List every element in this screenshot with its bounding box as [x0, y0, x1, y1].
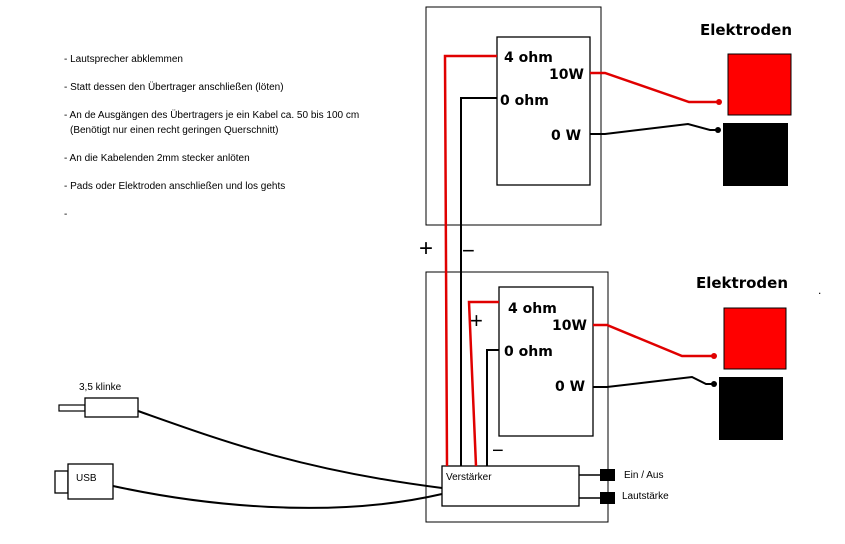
- top-enclosure: [425, 6, 602, 226]
- amp-to-top-red: [443, 54, 497, 467]
- note-5: - Pads oder Elektroden anschließen und l…: [64, 181, 285, 192]
- top-transformer: [496, 36, 591, 186]
- top-black-lead: [590, 122, 720, 135]
- bottom-electrodes-label: Elektroden: [696, 274, 788, 292]
- top-electrodes-label: Elektroden: [700, 21, 792, 39]
- top-tap-0ohm: 0 ohm: [500, 93, 549, 109]
- top-plus-mark: +: [419, 235, 433, 262]
- usb-cable: [112, 485, 443, 509]
- jack-tip: [58, 404, 86, 412]
- bottom-transformer: [498, 286, 594, 437]
- amplifier-label: Verstärker: [446, 472, 492, 483]
- usb-tip: [54, 470, 69, 494]
- top-red-lead: [590, 71, 718, 104]
- bottom-tap-0ohm: 0 ohm: [504, 344, 553, 360]
- note-2: - Statt dessen den Übertrager anschließe…: [64, 81, 284, 93]
- note-3: - An de Ausgängen des Übertragers je ein…: [64, 109, 359, 121]
- power-switch[interactable]: [600, 469, 615, 481]
- usb-label: USB: [76, 473, 97, 484]
- note-4: - An die Kabelenden 2mm stecker anlöten: [64, 153, 250, 164]
- note-6: -: [64, 209, 67, 220]
- top-red-plug: [716, 99, 722, 105]
- top-out-10w: 10W: [549, 67, 584, 83]
- top-electrode-red: [727, 53, 792, 116]
- bottom-black-lead: [593, 375, 716, 388]
- volume-control-label: Lautstärke: [622, 491, 669, 502]
- bottom-out-10w: 10W: [552, 318, 587, 334]
- bottom-tap-4ohm: 4 ohm: [508, 301, 557, 317]
- amplifier-box: [441, 465, 580, 507]
- usb-plug[interactable]: [67, 463, 114, 500]
- bottom-black-plug: [711, 381, 717, 387]
- bottom-red-lead: [593, 323, 713, 358]
- jack-cable: [137, 410, 443, 489]
- note-1: - Lautsprecher abklemmen: [64, 54, 183, 65]
- instruction-notes: - Lautsprecher abklemmen - Statt dessen …: [64, 54, 359, 220]
- jack-plug[interactable]: [84, 397, 139, 418]
- volume-control[interactable]: [600, 492, 615, 504]
- bottom-minus-mark: −: [492, 440, 504, 462]
- top-out-0w: 0 W: [551, 128, 581, 144]
- jack-label: 3,5 klinke: [79, 382, 122, 393]
- bottom-red-plug: [711, 353, 717, 359]
- top-black-plug: [715, 127, 721, 133]
- note-3b: (Benötigt nur einen recht geringen Quers…: [70, 125, 278, 136]
- bottom-electrode-red: [723, 307, 787, 370]
- top-electrode-black: [723, 123, 788, 186]
- top-tap-4ohm: 4 ohm: [504, 50, 553, 66]
- stray-dot: .: [818, 283, 821, 297]
- amp-to-top-black: [460, 97, 497, 466]
- power-switch-label: Ein / Aus: [624, 470, 663, 481]
- amp-to-bottom-red: [467, 300, 499, 467]
- top-minus-mark: −: [462, 238, 475, 263]
- bottom-out-0w: 0 W: [555, 379, 585, 395]
- bottom-electrode-black: [719, 377, 783, 440]
- bottom-enclosure: [425, 271, 609, 523]
- amp-to-bottom-black: [486, 349, 499, 466]
- bottom-plus-mark: +: [470, 308, 483, 333]
